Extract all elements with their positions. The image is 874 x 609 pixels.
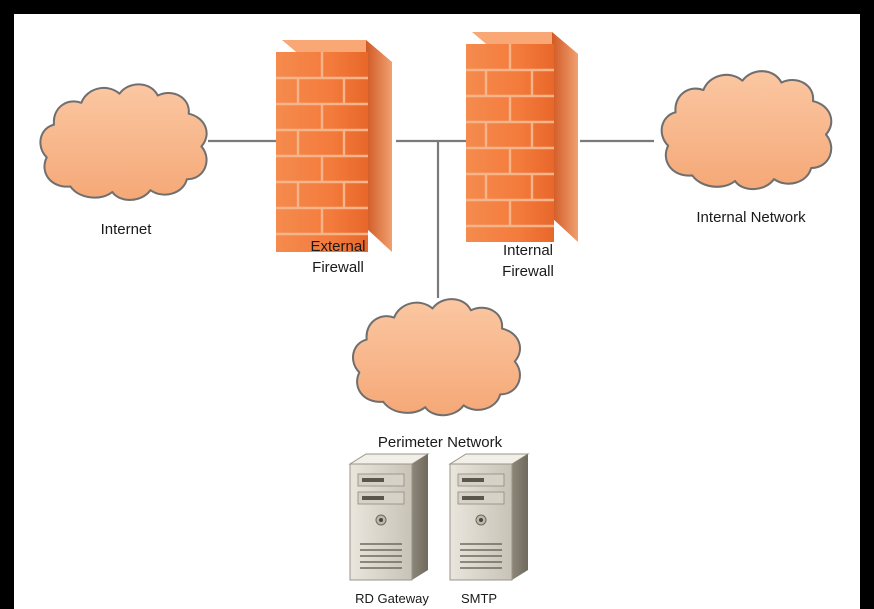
internal-network-cloud-icon <box>660 70 833 191</box>
rd-gateway-server-icon <box>348 453 430 581</box>
external-firewall-icon <box>276 40 392 252</box>
internet-label: Internet <box>100 221 152 238</box>
internal-firewall-label: Internal Firewall <box>478 240 578 282</box>
connector-lines <box>208 139 654 298</box>
internal-firewall-icon <box>466 32 578 242</box>
rd-gateway-label: RD Gateway <box>355 591 429 606</box>
internet-cloud-icon <box>39 83 208 201</box>
perimeter-network-cloud-icon <box>351 297 522 417</box>
diagram-canvas: Internet External Firewall Internal Fire… <box>14 14 860 609</box>
external-firewall-label: External Firewall <box>288 236 388 278</box>
smtp-server-icon <box>448 453 530 581</box>
smtp-label: SMTP <box>460 591 498 606</box>
perimeter-network-label: Perimeter Network <box>377 434 503 451</box>
network-diagram <box>39 32 833 581</box>
internal-firewall-label-line1: Internal <box>502 242 554 259</box>
external-firewall-label-line1: External <box>310 238 366 255</box>
external-firewall-label-line2: Firewall <box>312 259 364 276</box>
internal-network-label: Internal Network <box>696 209 806 226</box>
internal-firewall-label-line2: Firewall <box>502 263 554 280</box>
